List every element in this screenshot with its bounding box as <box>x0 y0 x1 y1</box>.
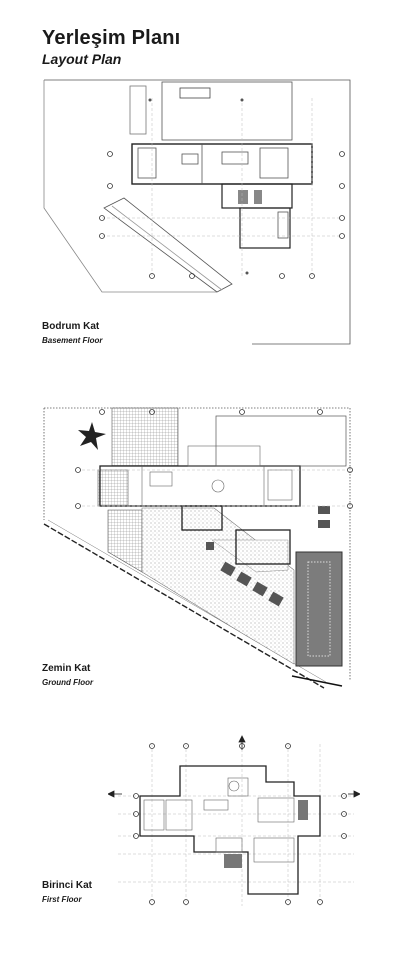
page-subtitle: Layout Plan <box>42 51 122 67</box>
floor-label-basement: Bodrum Kat <box>42 321 100 332</box>
first-floor-plan <box>108 735 360 906</box>
ground-floor-plan <box>43 407 353 689</box>
floor-sub-basement: Basement Floor <box>42 336 103 345</box>
floor-sub-first: First Floor <box>42 895 82 904</box>
basement-floor-plan <box>43 79 351 345</box>
floor-label-first: Birinci Kat <box>42 880 93 891</box>
floor-sub-ground: Ground Floor <box>42 678 94 687</box>
page-title: Yerleşim Planı <box>42 27 181 49</box>
floor-label-ground: Zemin Kat <box>42 663 91 674</box>
